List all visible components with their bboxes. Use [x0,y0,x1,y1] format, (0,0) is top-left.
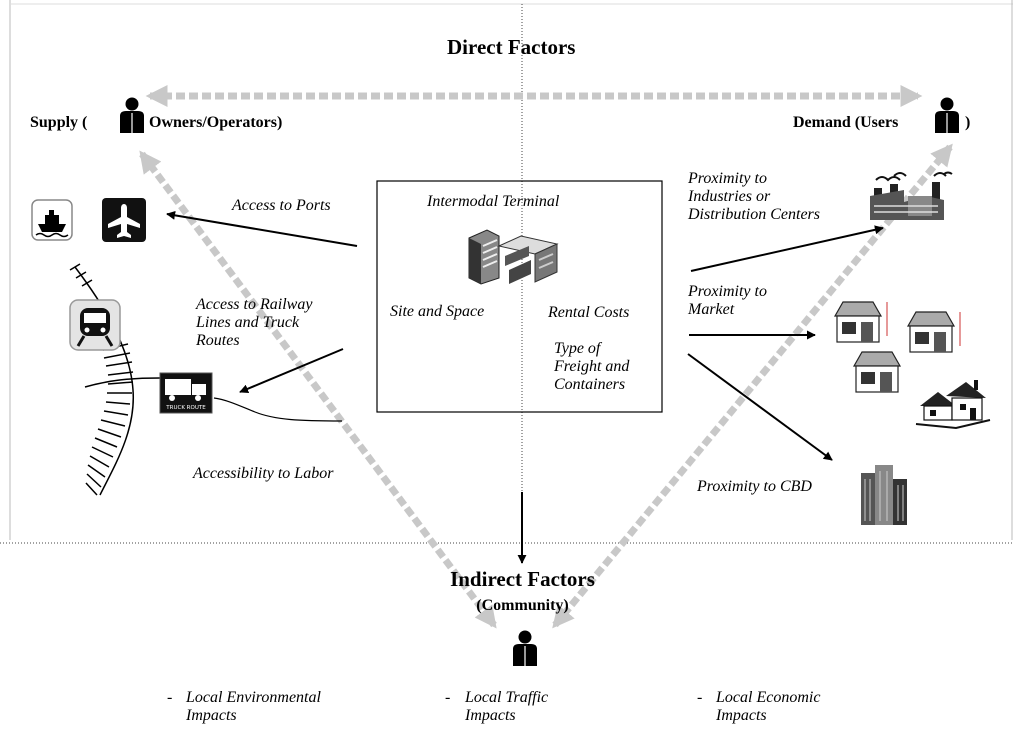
office-tower-icon [861,465,907,525]
site-space-label: Site and Space [390,303,485,320]
proximity-market-label: Proximity to Market [688,283,767,318]
terminal-box [376,180,663,413]
labor-curve [213,397,343,422]
airplane-icon [102,198,146,242]
shop-icon-1 [833,301,888,343]
access-ports-label: Access to Ports [232,197,331,214]
demand-label: Demand (Users [793,114,899,131]
factory-icon [870,171,953,220]
environmental-impacts-label: Local Environmental Impacts [186,689,321,724]
terminal-title: Intermodal Terminal [427,193,560,210]
impact-dash-1: - [167,689,173,706]
demand-close-paren: ) [965,114,971,131]
arrow-to-industries [690,225,884,272]
shop-icon-2 [906,311,961,353]
shop-icon-3 [852,351,902,393]
person-icon-supply [120,97,144,133]
impact-dash-2: - [445,689,451,706]
arrow-to-cbd [687,353,833,461]
labor-label: Accessibility to Labor [193,465,334,482]
indirect-factors-title: Indirect Factors [450,567,595,591]
arrow-to-railway [239,348,344,394]
traffic-impacts-label: Local Traffic Impacts [465,689,549,724]
proximity-cbd-label: Proximity to CBD [697,478,812,495]
dashed-gray-arrows [139,85,953,629]
freight-containers-label: Type of Freight and Containers [554,340,630,393]
person-icon-demand [935,97,959,133]
economic-impacts-label: Local Economic Impacts [716,689,821,724]
truck-route-text: TRUCK ROUTE [165,405,206,411]
supply-owners-label: Owners/Operators) [149,114,283,131]
ship-icon [31,199,73,241]
proximity-industries-label: Proximity to Industries or Distribution … [688,170,821,223]
arrow-to-ports [166,210,358,247]
railway-track [69,263,161,496]
house-icon [915,380,991,430]
train-icon [69,299,121,351]
black-arrows [166,210,884,564]
impact-dash-3: - [697,689,703,706]
supply-community-arrow [139,150,497,629]
supply-label: Supply ( [30,114,88,131]
rental-costs-label: Rental Costs [548,304,630,321]
direct-factors-title: Direct Factors [447,35,576,59]
frame-lines [0,0,1013,544]
terminal-building-icon [468,229,559,285]
person-icon-community [513,630,537,666]
community-label: (Community) [476,597,569,614]
truck-route-icon: TRUCK ROUTE [159,372,213,414]
access-railway-label: Access to Railway Lines and Truck Routes [196,296,313,349]
